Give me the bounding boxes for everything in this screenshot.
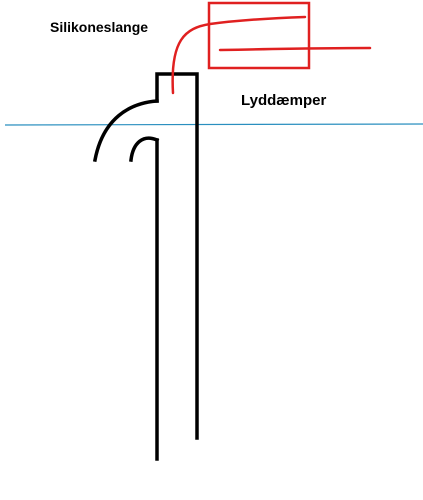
pipe-bend-inner — [129, 136, 160, 162]
pipe — [92, 72, 199, 461]
waterline — [4, 123, 423, 126]
muffler-box — [207, 1, 311, 70]
muffler-label: Lyddæmper — [241, 92, 327, 109]
silicone-hose — [171, 15, 307, 95]
muffler-outlet — [218, 46, 372, 52]
pipe-bend-outer — [92, 99, 159, 163]
pipe-outer-wall — [155, 72, 199, 440]
silicone-hose-label: Silikoneslange — [50, 19, 149, 35]
